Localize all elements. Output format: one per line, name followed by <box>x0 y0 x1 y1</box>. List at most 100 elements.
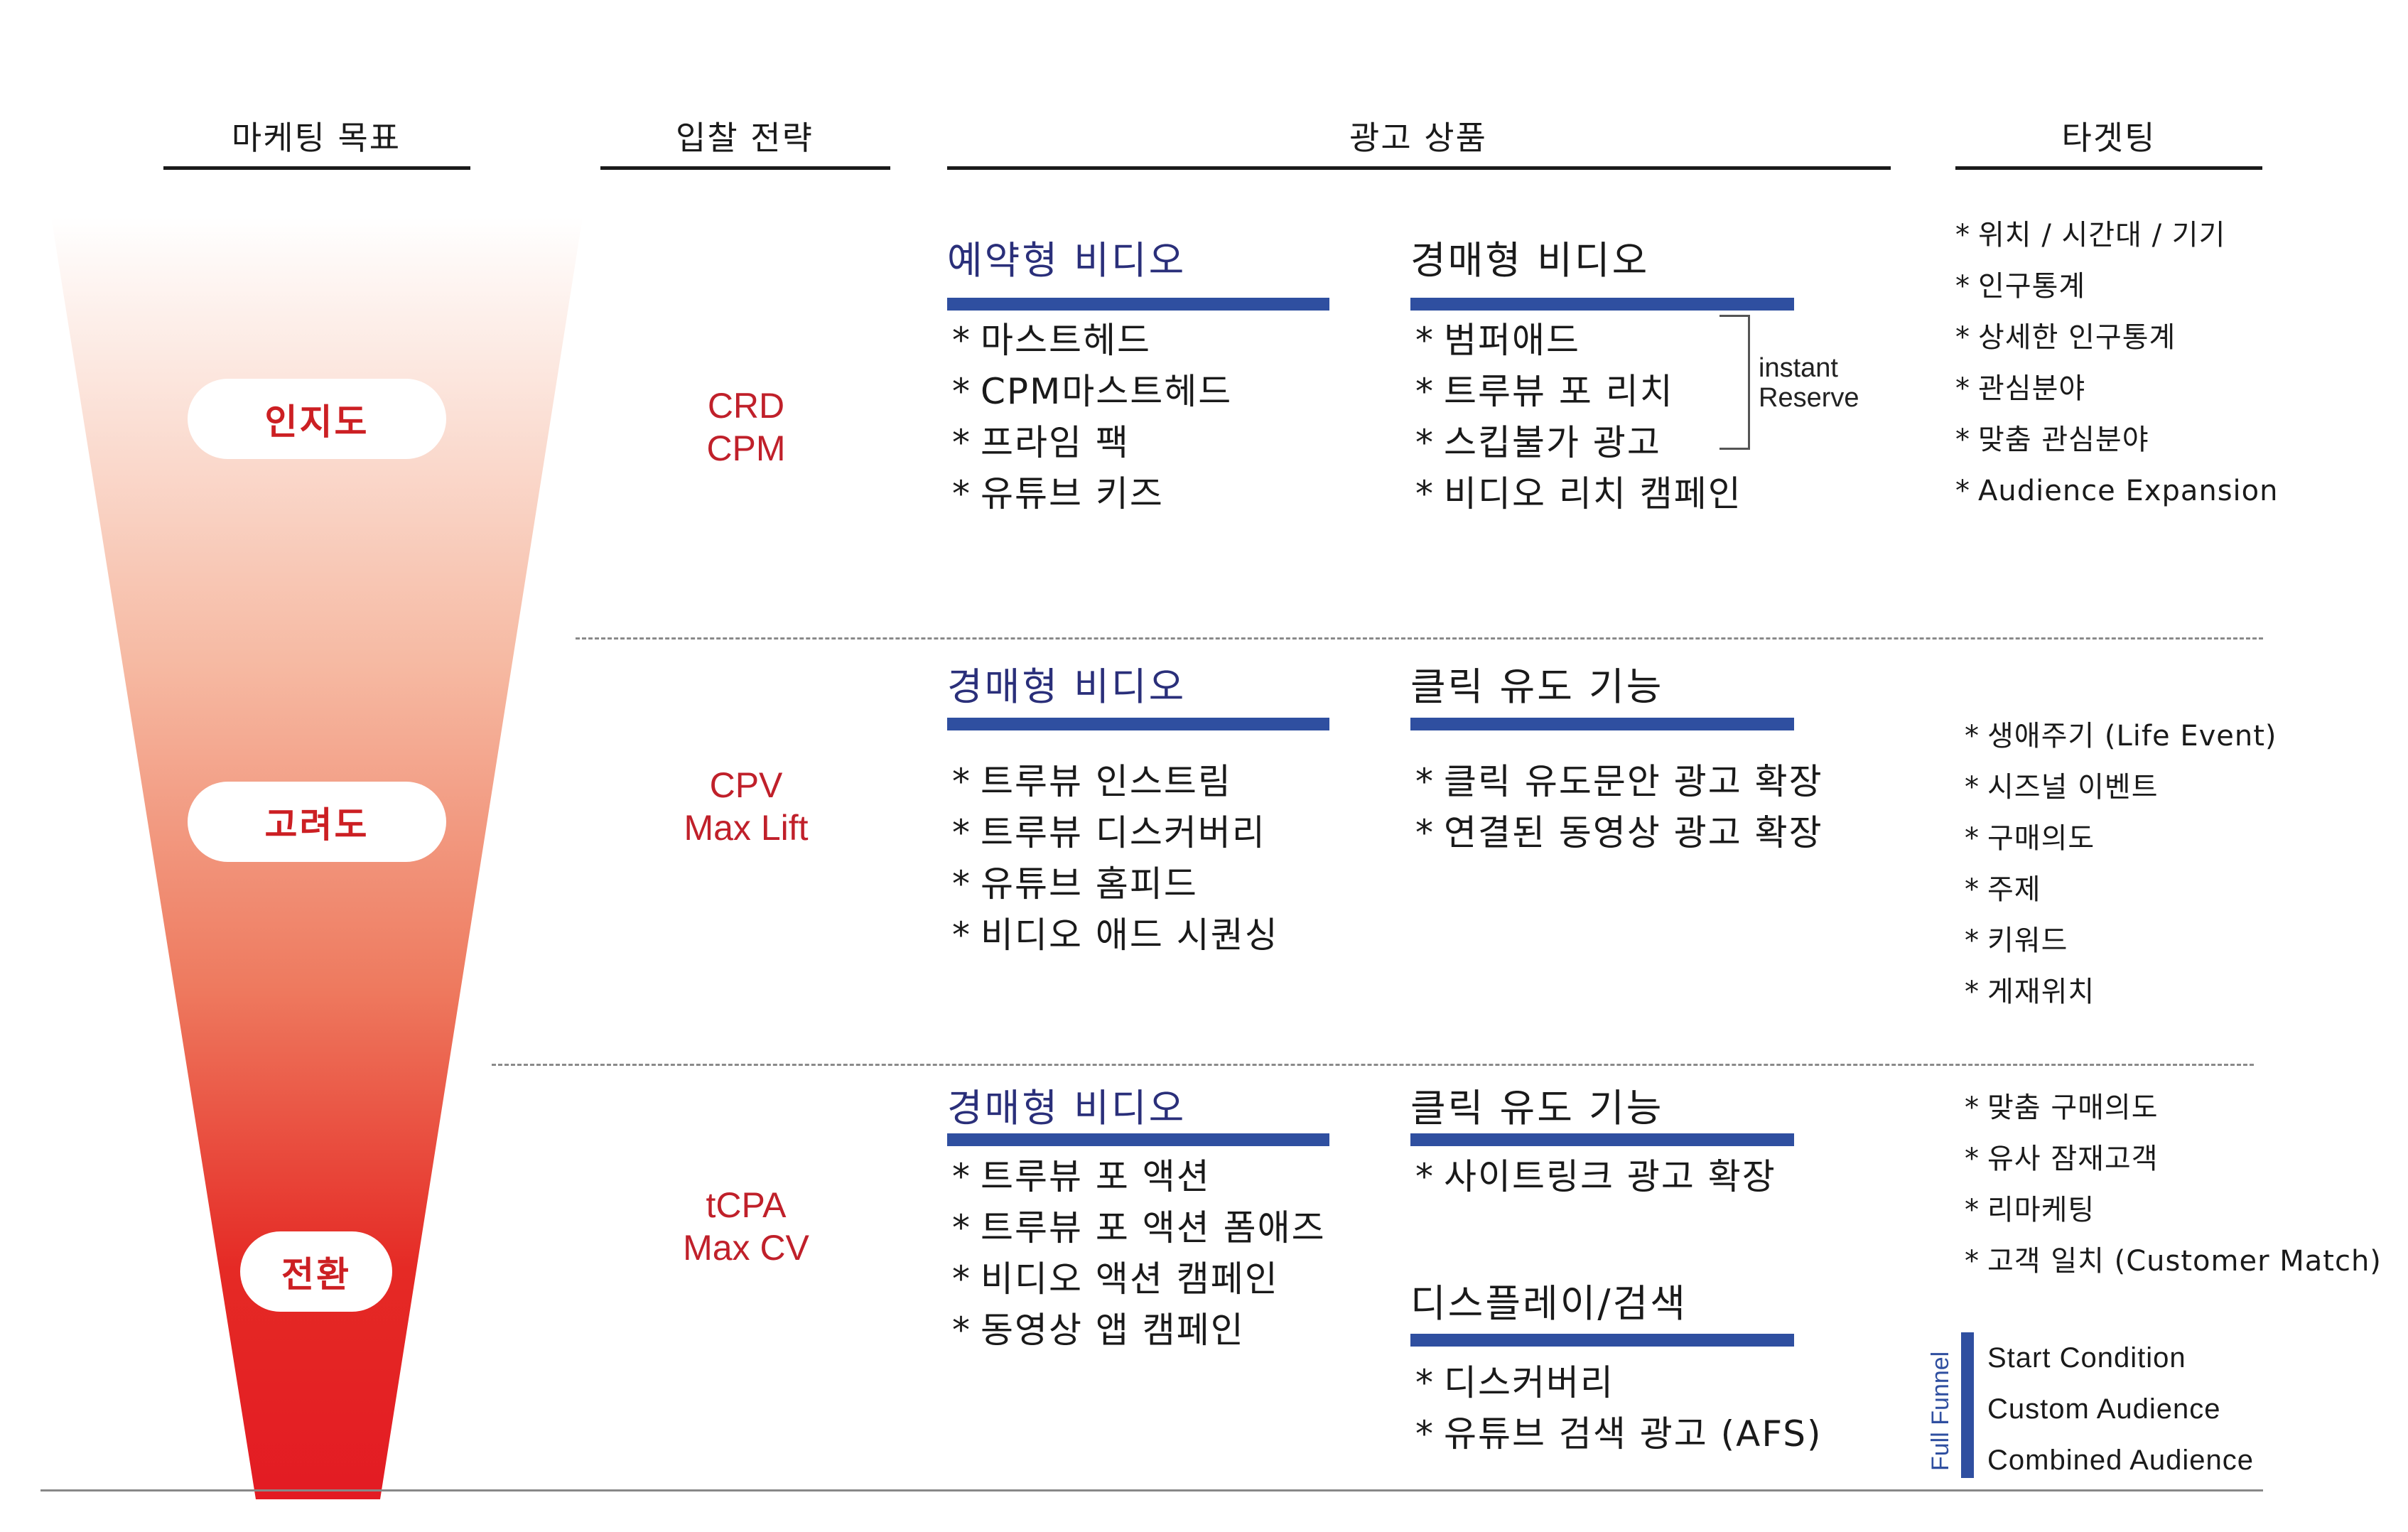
bullet-star: * <box>1955 424 1970 456</box>
list-item: *게재위치 <box>1965 966 2277 1018</box>
bullet-star: * <box>1955 270 1970 303</box>
conversion-display-bar <box>1410 1334 1794 1347</box>
list-item: *유튜브 검색 광고 (AFS) <box>1415 1408 1823 1460</box>
conversion-right-bar <box>1410 1133 1794 1146</box>
list-item: *디스커버리 <box>1415 1357 1823 1408</box>
conversion-right-list: *사이트링크 광고 확장 <box>1415 1151 1776 1202</box>
consideration-right-title: 클릭 유도 기능 <box>1410 664 1664 709</box>
list-item: *키워드 <box>1965 915 2277 966</box>
list-item: *사이트링크 광고 확장 <box>1415 1151 1776 1202</box>
conversion-display-title: 디스플레이/검색 <box>1410 1281 1688 1326</box>
conversion-targeting-list: *맞춤 구매의도 *유사 잠재고객 *리마케팅 *고객 일치 (Customer… <box>1965 1082 2382 1287</box>
bullet-star: * <box>952 761 971 802</box>
bullet-star: * <box>952 422 971 463</box>
bidding-conversion-line-2: Max CV <box>683 1228 809 1268</box>
list-item: *비디오 애드 시퀀싱 <box>952 910 1279 961</box>
consideration-left-title: 경매형 비디오 <box>947 664 1187 709</box>
awareness-right-title: 경매형 비디오 <box>1410 238 1650 283</box>
bullet-star: * <box>952 812 971 853</box>
list-item: *주제 <box>1965 864 2277 915</box>
awareness-right-list: *범퍼애드 *트루뷰 포 리치 *스킵불가 광고 *비디오 리치 캠페인 <box>1415 315 1742 519</box>
full-funnel-label: Full Funnel <box>1927 1351 1954 1471</box>
awareness-right-bar <box>1410 298 1794 311</box>
bottom-baseline <box>41 1489 2263 1491</box>
bullet-star: * <box>1415 1362 1435 1403</box>
header-rule-targeting <box>1955 166 2262 170</box>
list-item: *동영상 앱 캠페인 <box>952 1305 1326 1356</box>
list-item: *비디오 리치 캠페인 <box>1415 468 1742 519</box>
bullet-star: * <box>1965 1245 1980 1278</box>
stage-consideration-label: 고려도 <box>264 804 369 846</box>
awareness-left-title: 예약형 비디오 <box>947 238 1187 283</box>
list-item: *비디오 액션 캠페인 <box>952 1253 1326 1305</box>
stage-consideration-pill: 고려도 <box>188 782 446 862</box>
stage-divider-1 <box>576 637 2263 640</box>
bullet-star: * <box>1965 720 1980 752</box>
full-funnel-bar <box>1961 1332 1974 1478</box>
bidding-consideration: CPV Max Lift <box>639 764 853 849</box>
list-item: *상세한 인구통계 <box>1955 312 2278 363</box>
bullet-star: * <box>1415 371 1435 412</box>
instant-reserve-bracket <box>1719 315 1750 450</box>
conversion-left-list: *트루뷰 포 액션 *트루뷰 포 액션 폼애즈 *비디오 액션 캠페인 *동영상… <box>952 1151 1326 1356</box>
bullet-star: * <box>1415 1413 1435 1455</box>
stage-conversion-label: 전환 <box>281 1253 351 1295</box>
bullet-star: * <box>1965 976 1980 1008</box>
bidding-conversion: tCPA Max CV <box>639 1184 853 1269</box>
bullet-star: * <box>952 915 971 956</box>
list-item: *유튜브 키즈 <box>952 468 1232 519</box>
bidding-consideration-line-1: CPV <box>709 765 783 805</box>
bullet-star: * <box>1415 761 1435 802</box>
consideration-right-list: *클릭 유도문안 광고 확장 *연결된 동영상 광고 확장 <box>1415 756 1823 858</box>
list-item: *관심분야 <box>1955 363 2278 414</box>
list-item: *인구통계 <box>1955 261 2278 312</box>
header-rule-bidding <box>600 166 890 170</box>
list-item: *맞춤 관심분야 <box>1955 414 2278 465</box>
bullet-star: * <box>1955 321 1970 354</box>
list-item: *트루뷰 인스트림 <box>952 756 1279 807</box>
list-item: *유사 잠재고객 <box>1965 1133 2382 1185</box>
bidding-awareness-line-2: CPM <box>706 428 786 468</box>
bullet-star: * <box>1965 771 1980 804</box>
bullet-star: * <box>1965 1194 1980 1226</box>
list-item: *트루뷰 포 액션 폼애즈 <box>952 1202 1326 1253</box>
conversion-left-bar <box>947 1133 1329 1146</box>
bidding-conversion-line-1: tCPA <box>706 1185 787 1225</box>
list-item: *위치 / 시간대 / 기기 <box>1955 210 2278 261</box>
instant-reserve-label: instant Reserve <box>1759 353 1859 413</box>
list-item: *트루뷰 디스커버리 <box>952 807 1279 858</box>
stage-awareness-label: 인지도 <box>264 401 369 443</box>
conversion-display-list: *디스커버리 *유튜브 검색 광고 (AFS) <box>1415 1357 1823 1460</box>
bullet-star: * <box>1955 372 1970 405</box>
bullet-star: * <box>1415 320 1435 361</box>
bullet-star: * <box>1955 475 1970 507</box>
awareness-left-bar <box>947 298 1329 311</box>
conversion-right-title: 클릭 유도 기능 <box>1410 1086 1664 1131</box>
list-item: *리마케팅 <box>1965 1185 2382 1236</box>
bullet-star: * <box>1415 1156 1435 1197</box>
list-item: *유튜브 홈피드 <box>952 858 1279 910</box>
bullet-star: * <box>1955 219 1970 252</box>
bidding-awareness-line-1: CRD <box>707 386 785 426</box>
bullet-star: * <box>1965 873 1980 906</box>
list-item: *생애주기 (Life Event) <box>1965 711 2277 762</box>
bidding-awareness: CRD CPM <box>639 384 853 470</box>
list-item: *고객 일치 (Customer Match) <box>1965 1236 2382 1287</box>
list-item: *범퍼애드 <box>1415 315 1742 366</box>
conversion-left-title: 경매형 비디오 <box>947 1086 1187 1131</box>
bullet-star: * <box>1965 1143 1980 1175</box>
bullet-star: * <box>1965 924 1980 957</box>
list-item: *CPM마스트헤드 <box>952 366 1232 417</box>
consideration-left-list: *트루뷰 인스트림 *트루뷰 디스커버리 *유튜브 홈피드 *비디오 애드 시퀀… <box>952 756 1279 961</box>
bidding-consideration-line-2: Max Lift <box>684 808 809 848</box>
header-rule-products <box>947 166 1891 170</box>
bullet-star: * <box>1415 473 1435 514</box>
list-item: *연결된 동영상 광고 확장 <box>1415 807 1823 858</box>
bullet-star: * <box>952 371 971 412</box>
header-ad-products: 광고 상품 <box>1349 119 1487 157</box>
header-bidding-strategy: 입찰 전략 <box>676 119 814 157</box>
header-marketing-goal: 마케팅 목표 <box>231 119 401 157</box>
consideration-targeting-list: *생애주기 (Life Event) *시즈널 이벤트 *구매의도 *주제 *키… <box>1965 711 2277 1018</box>
header-rule-goal <box>163 166 470 170</box>
bullet-star: * <box>1415 812 1435 853</box>
